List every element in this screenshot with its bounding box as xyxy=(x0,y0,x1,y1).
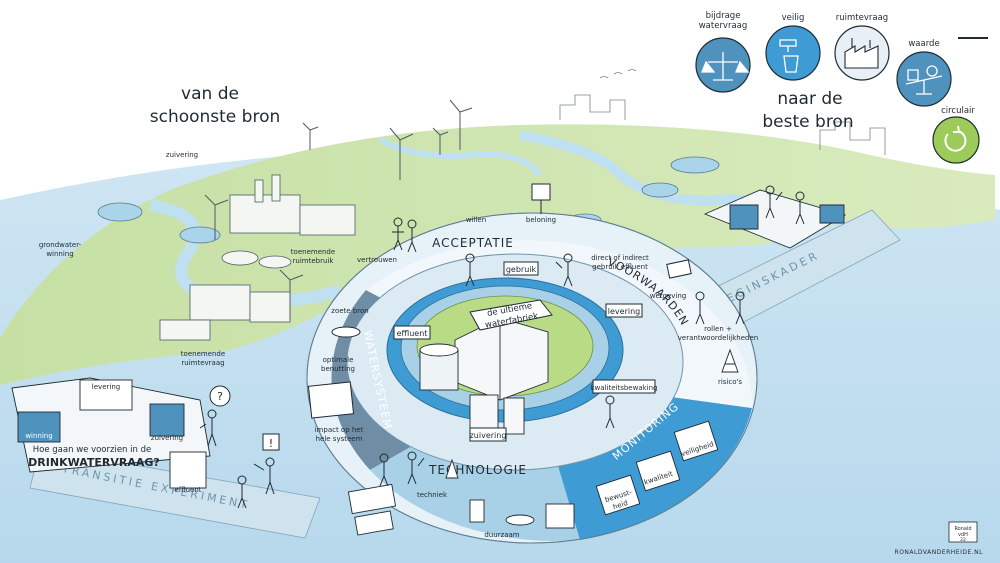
label-optimale-1: optimale xyxy=(323,356,354,364)
puzzle-question-line1: Hoe gaan we voorzien in de xyxy=(33,445,151,455)
label-risicos: risico's xyxy=(718,378,742,386)
wind-turbines xyxy=(204,99,473,320)
label-impact-2: hele systeem xyxy=(316,435,363,443)
label-rollen-2: verantwoordelijkheden xyxy=(678,334,758,342)
tag-kwaliteitsbewaking xyxy=(592,379,656,394)
river xyxy=(378,137,543,177)
signature-stamp xyxy=(948,521,978,543)
legend-label-bijdrage-2: watervraag xyxy=(699,21,748,31)
tag-levering-label: levering xyxy=(608,307,640,316)
legend-label-bijdrage-1: bijdrage xyxy=(706,11,741,21)
heading-left-line1: van de xyxy=(181,84,239,104)
exclaim-mark: ! xyxy=(269,437,273,450)
lake xyxy=(97,202,143,222)
label-impact-1: impact op het xyxy=(315,426,364,434)
label-direct-1: direct of indirect xyxy=(591,254,649,262)
outer-disc-outline xyxy=(306,212,758,544)
heading-right-line2: beste bron xyxy=(762,112,853,132)
lab-equipment xyxy=(347,458,575,536)
label-zuivering-landscape: zuivering xyxy=(166,151,198,159)
ring-label-technologie: TECHNOLOGIE xyxy=(428,463,527,477)
label-grondwaterwinning-1: grondwater- xyxy=(39,241,82,249)
label-wetgeving: wetgeving xyxy=(650,292,687,300)
puzzle-piece-levering xyxy=(79,379,133,411)
puzzle-piece-zuivering xyxy=(149,403,185,437)
label-toenemende-ruimtebruik-2: ruimtebruik xyxy=(293,257,335,265)
label-vertrouwen: vertrouwen xyxy=(357,256,397,264)
refresh-icon-glyph xyxy=(944,125,967,152)
label-rollen-1: rollen + xyxy=(704,325,732,333)
label-grondwaterwinning-2: winning xyxy=(46,250,73,258)
signature-initials-1: Ronald xyxy=(954,526,971,532)
card-veiligheid xyxy=(673,420,719,462)
monitoring-cards xyxy=(595,420,719,516)
puzzle-label-zuivering: zuivering xyxy=(151,434,183,442)
label-techniek: techniek xyxy=(417,491,448,499)
puzzle-piece-effluent xyxy=(169,451,207,489)
legend-label-veilig: veilig xyxy=(782,13,805,23)
legend-label-ruimtevraag: ruimtevraag xyxy=(836,13,888,23)
well-icon xyxy=(331,326,361,338)
tag-gebruik-label: gebruik xyxy=(506,265,537,274)
card-kwaliteit xyxy=(635,450,681,492)
puzzle-left xyxy=(11,377,211,489)
map-board-icon xyxy=(307,381,355,419)
people-figures xyxy=(199,185,805,509)
tag-effluent xyxy=(393,325,431,340)
tag-levering xyxy=(605,303,643,318)
lake xyxy=(179,226,221,244)
label-toenemende-ruimtevraag-2: ruimtevraag xyxy=(181,359,224,367)
tag-kwaliteitsbewaking-label: kwaliteitsbewaking xyxy=(591,384,658,392)
label-toenemende-ruimtevraag-1: toenemende xyxy=(181,350,225,358)
puzzle-question-line2: DRINKWATERVRAAG? xyxy=(28,456,160,469)
book-stack-icon xyxy=(666,259,692,279)
label-zoete-bron: zoete bron xyxy=(331,307,368,315)
tag-effluent-label: effluent xyxy=(397,329,428,338)
beloning-sign xyxy=(531,183,551,201)
card-bewustheid xyxy=(595,474,641,516)
label-optimale-2: benutting xyxy=(321,365,355,373)
river xyxy=(148,199,343,308)
lake xyxy=(670,156,720,174)
label-willen: willen xyxy=(466,216,486,224)
legend-label-circulair: circulair xyxy=(941,106,975,116)
heading-right-line1: naar de xyxy=(777,89,842,109)
exclaim-bubble xyxy=(262,433,280,451)
puzzle-label-winning: winning xyxy=(25,432,52,440)
signature-initials-2: vdH xyxy=(958,532,968,538)
tag-zuivering xyxy=(469,427,507,442)
balance-icon-glyph xyxy=(905,65,943,95)
label-toenemende-ruimtebruik-1: toenemende xyxy=(291,248,335,256)
refresh-icon xyxy=(932,116,980,164)
ring-label-acceptatie: ACCEPTATIE xyxy=(432,236,514,250)
puzzle-piece-winning xyxy=(17,411,61,443)
label-duurzaam: duurzaam xyxy=(484,531,519,539)
factory-icon-glyph xyxy=(844,38,879,69)
center-banner xyxy=(469,299,553,331)
traffic-cone-icon xyxy=(721,348,739,373)
legend: bijdrage watervraag veilig ruimtevraag w… xyxy=(695,11,988,164)
legend-label-waarde: waarde xyxy=(908,39,939,49)
puzzle-top-right xyxy=(703,189,847,249)
tag-zuivering-label: zuivering xyxy=(470,431,507,440)
heading-left-line2: schoonste bron xyxy=(150,107,281,127)
puzzle-label-levering: levering xyxy=(92,383,120,391)
signature-credit: RONALDVANDERHEIDE.NL xyxy=(895,549,984,556)
industry-sketch xyxy=(159,174,356,341)
lake xyxy=(641,182,679,198)
label-beloning: beloning xyxy=(526,216,556,224)
scale-icon-glyph xyxy=(701,52,750,81)
transitie-band xyxy=(29,447,321,539)
label-direct-2: gebruik effluent xyxy=(592,263,648,271)
tag-gebruik xyxy=(503,261,539,276)
city-skyline xyxy=(559,69,886,155)
balance-icon xyxy=(896,51,952,107)
tap-glass-icon-glyph xyxy=(779,39,799,73)
question-mark: ? xyxy=(217,390,223,403)
signature-initials-3: 22 xyxy=(960,537,966,543)
puzzle-label-effluent: effluent xyxy=(175,486,202,494)
question-bubble xyxy=(209,385,231,407)
